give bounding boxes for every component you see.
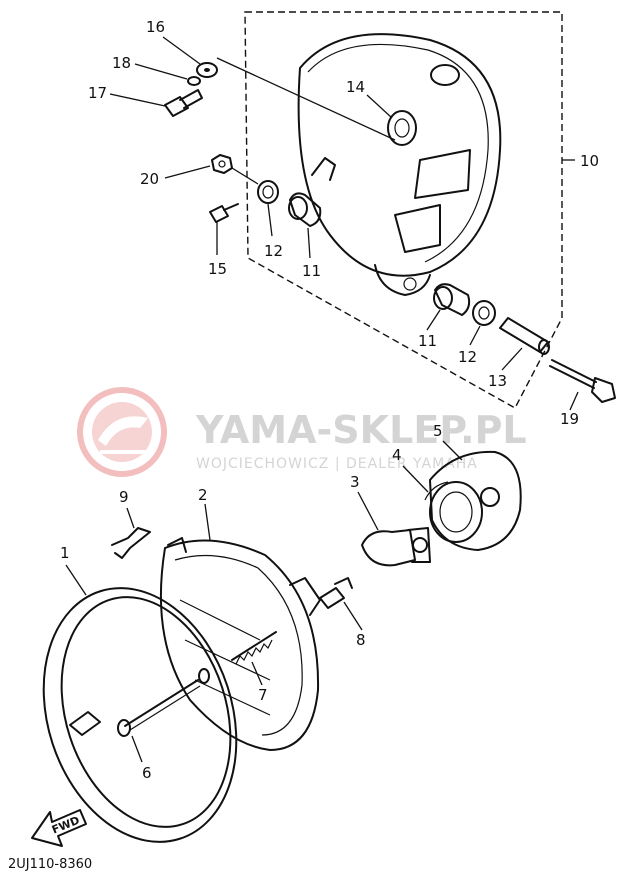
- headlight-housing: [297, 33, 502, 296]
- callout-4: 4: [392, 446, 402, 464]
- callout-1: 1: [60, 544, 70, 562]
- reflector-unit-2: [159, 503, 321, 751]
- callout-12-right: 12: [458, 348, 477, 366]
- spring-7: [231, 631, 277, 686]
- spacer-13: [499, 317, 550, 371]
- washer-12-right: [469, 300, 496, 346]
- washer-18: [134, 63, 201, 86]
- callout-14: 14: [346, 78, 365, 96]
- callout-12-left: 12: [264, 242, 283, 260]
- grommet-14: [366, 94, 417, 146]
- watermark-logo-icon: [77, 387, 167, 477]
- callout-15: 15: [208, 260, 227, 278]
- collar-11-right: [426, 283, 471, 331]
- headlight-rim-1: [42, 564, 238, 843]
- callout-19: 19: [560, 410, 579, 428]
- callout-20: 20: [140, 170, 159, 188]
- socket-ring-4: [402, 465, 449, 501]
- screw-8: [319, 577, 363, 631]
- callout-8: 8: [356, 631, 366, 649]
- collar-11-left: [288, 192, 322, 259]
- screw-15: [209, 203, 239, 255]
- washer-12-left: [257, 180, 279, 237]
- clip-9: [111, 507, 151, 559]
- callout-5: 5: [433, 422, 443, 440]
- callout-11-right: 11: [418, 332, 437, 350]
- socket-housing-5: [429, 440, 522, 551]
- watermark-brand: YAMA-SKLEP.PL: [195, 408, 527, 452]
- nut-20: [164, 154, 259, 185]
- callout-2: 2: [198, 486, 208, 504]
- screw-6: [117, 679, 201, 763]
- callout-16: 16: [146, 18, 165, 36]
- callout-17: 17: [88, 84, 107, 102]
- washer-16: [162, 36, 396, 141]
- bulb-3: [357, 491, 431, 567]
- bolt-17: [109, 89, 203, 117]
- fwd-arrow-icon: FWD: [31, 809, 87, 847]
- callout-6: 6: [142, 764, 152, 782]
- housing-group-outline: [244, 11, 575, 409]
- callout-7: 7: [258, 686, 268, 704]
- diagram-code: 2UJ110-8360: [8, 857, 92, 872]
- watermark-subtitle: WOJCIECHOWICZ | DEALER YAMAHA: [196, 456, 478, 472]
- callout-10: 10: [580, 152, 599, 170]
- watermark: YAMA-SKLEP.PL WOJCIECHOWICZ | DEALER YAM…: [77, 387, 527, 477]
- callout-labels: 1 2 3 4 5 6 7 8 9 10 11 11 12 12 13 14 1…: [60, 18, 599, 782]
- callout-9: 9: [119, 488, 129, 506]
- callout-11-left: 11: [302, 262, 321, 280]
- callout-13: 13: [488, 372, 507, 390]
- callout-3: 3: [350, 473, 360, 491]
- bolt-19: [549, 359, 616, 411]
- callout-18: 18: [112, 54, 131, 72]
